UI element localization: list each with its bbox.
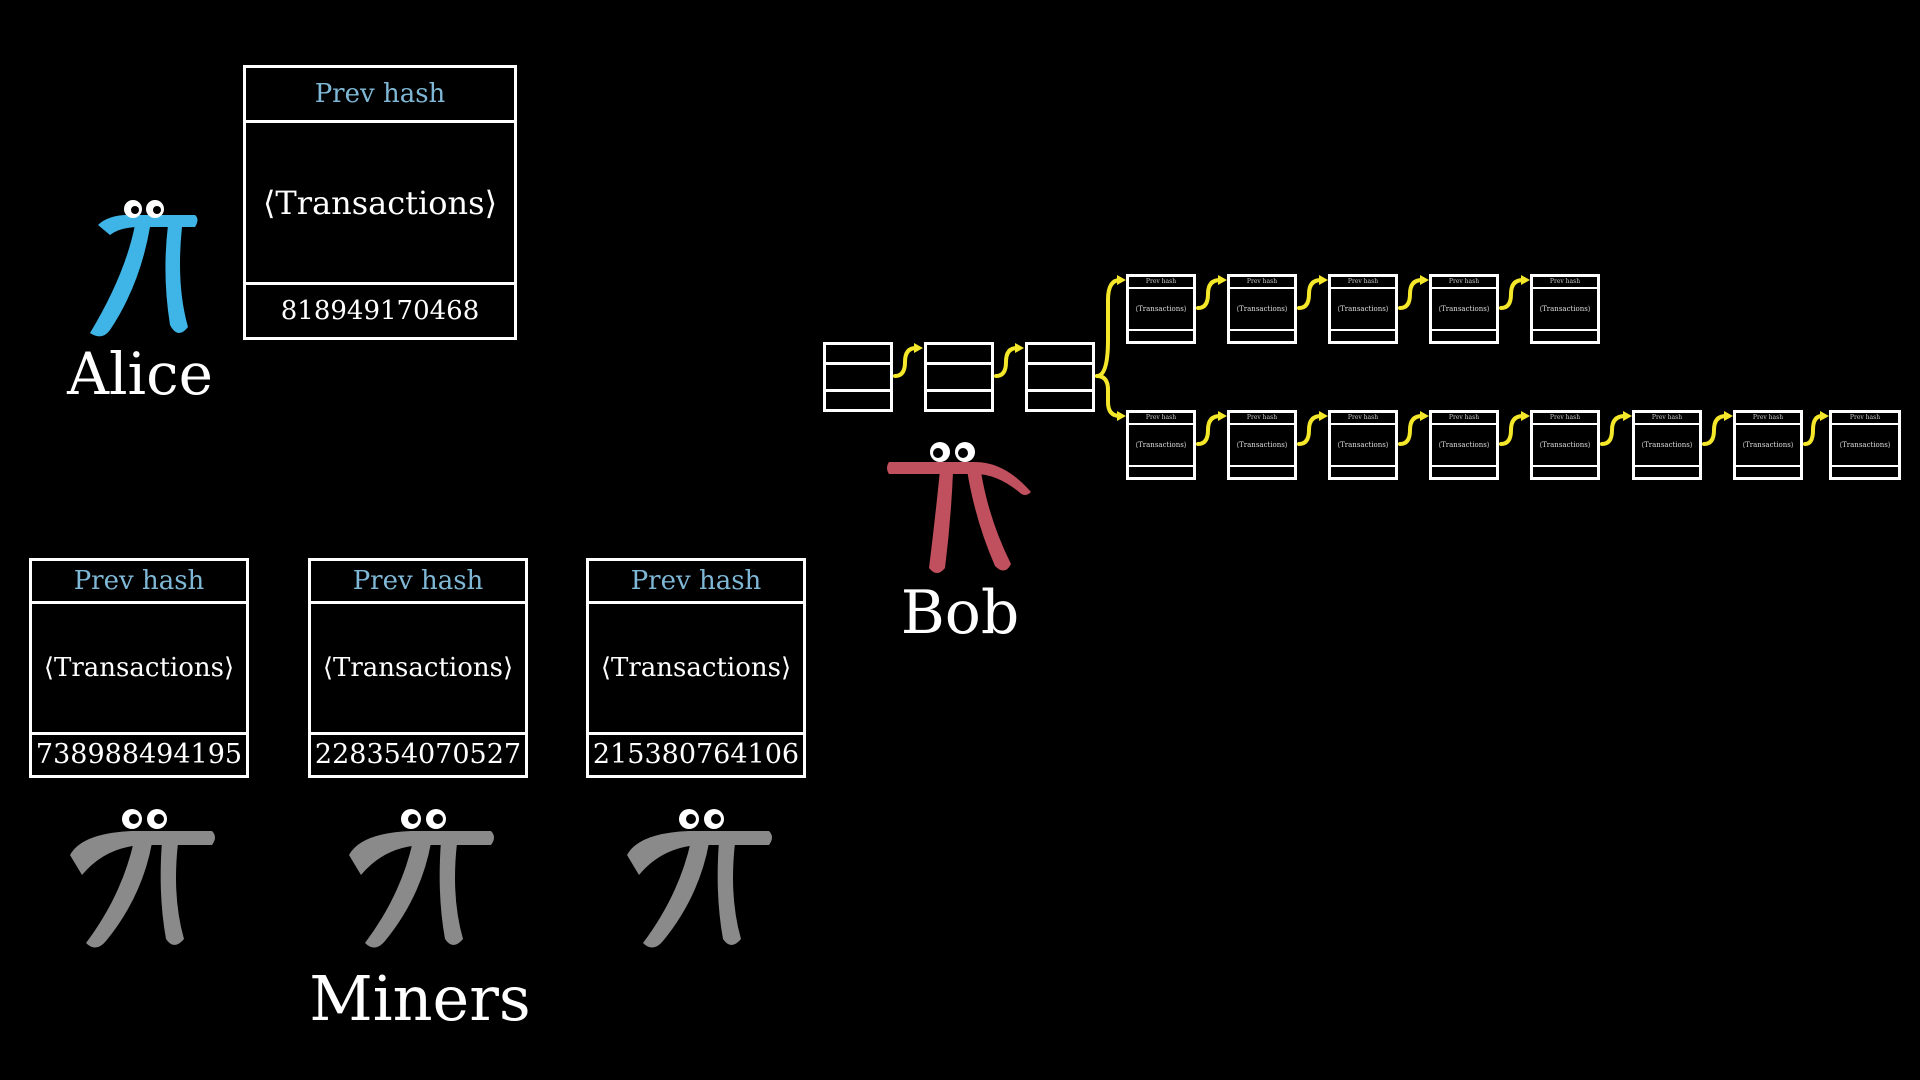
block-transactions: ⟨Transactions⟩ — [1236, 305, 1288, 313]
miner-block-2: Prev hash ⟨Transactions⟩ 228354070527 — [308, 558, 528, 778]
block-nonce — [1331, 465, 1395, 477]
chain-arrow — [1398, 414, 1424, 446]
block-prev-hash: Prev hash — [1230, 277, 1294, 289]
chain-arrow — [1499, 414, 1525, 446]
block-nonce — [1331, 329, 1395, 341]
block-transactions: ⟨Transactions⟩ — [1135, 305, 1187, 313]
upper-chain-block-4: Prev hash ⟨Transactions⟩ — [1429, 274, 1499, 344]
lower-chain-block-6: Prev hash ⟨Transactions⟩ — [1632, 410, 1702, 480]
block-transactions: ⟨Transactions⟩ — [262, 183, 498, 222]
block-transactions: ⟨Transactions⟩ — [1539, 305, 1591, 313]
block-transactions: ⟨Transactions⟩ — [1236, 441, 1288, 449]
block-transactions: ⟨Transactions⟩ — [322, 653, 514, 683]
alice-label: Alice — [67, 340, 213, 408]
chain-arrow — [994, 346, 1019, 378]
block-prev-hash: Prev hash — [1331, 277, 1395, 289]
block-nonce — [1533, 329, 1597, 341]
block-nonce: 228354070527 — [311, 732, 525, 775]
bob-pi-creature — [887, 442, 1031, 573]
alice-block: Prev hash ⟨Transactions⟩ 818949170468 — [243, 65, 517, 340]
block-prev-hash: Prev hash — [1331, 413, 1395, 425]
block-prev-hash: Prev hash — [1129, 413, 1193, 425]
block-transactions: ⟨Transactions⟩ — [1135, 441, 1187, 449]
chain-arrow — [1297, 414, 1323, 446]
block-nonce — [1230, 329, 1294, 341]
block-prev-hash: Prev hash — [1736, 413, 1800, 425]
chain-base-block-1 — [823, 342, 893, 412]
miner-pi-creature-2 — [349, 809, 494, 948]
block-prev-hash: Prev hash — [589, 561, 803, 604]
chain-base-block-3 — [1025, 342, 1095, 412]
lower-chain-block-8: Prev hash ⟨Transactions⟩ — [1829, 410, 1901, 480]
block-transactions: ⟨Transactions⟩ — [1839, 441, 1891, 449]
block-nonce — [1129, 465, 1193, 477]
lower-chain-block-3: Prev hash ⟨Transactions⟩ — [1328, 410, 1398, 480]
chain-arrow — [1803, 414, 1824, 446]
block-nonce — [1129, 329, 1193, 341]
lower-chain-block-2: Prev hash ⟨Transactions⟩ — [1227, 410, 1297, 480]
block-nonce — [1432, 465, 1496, 477]
block-transactions: ⟨Transactions⟩ — [1742, 441, 1794, 449]
chain-arrow — [1600, 414, 1627, 446]
block-prev-hash: Prev hash — [1832, 413, 1898, 425]
block-nonce — [1533, 465, 1597, 477]
block-prev-hash: Prev hash — [246, 68, 514, 123]
chain-arrow — [1297, 278, 1323, 310]
block-prev-hash: Prev hash — [32, 561, 246, 604]
block-prev-hash: Prev hash — [311, 561, 525, 604]
chain-arrow — [1196, 414, 1222, 446]
lower-chain-block-1: Prev hash ⟨Transactions⟩ — [1126, 410, 1196, 480]
bob-label: Bob — [900, 578, 1020, 648]
chain-arrow — [1702, 414, 1728, 446]
block-prev-hash: Prev hash — [1432, 277, 1496, 289]
lower-chain-block-5: Prev hash ⟨Transactions⟩ — [1530, 410, 1600, 480]
block-prev-hash: Prev hash — [1230, 413, 1294, 425]
chain-arrow — [1196, 278, 1222, 310]
upper-chain-block-5: Prev hash ⟨Transactions⟩ — [1530, 274, 1600, 344]
block-prev-hash: Prev hash — [1635, 413, 1699, 425]
block-nonce — [1230, 465, 1294, 477]
upper-chain-block-3: Prev hash ⟨Transactions⟩ — [1328, 274, 1398, 344]
chain-arrow — [1095, 278, 1122, 378]
block-nonce — [1736, 465, 1800, 477]
alice-pi-creature — [90, 200, 198, 337]
chain-base-block-2 — [924, 342, 994, 412]
block-prev-hash: Prev hash — [1533, 277, 1597, 289]
upper-chain-block-2: Prev hash ⟨Transactions⟩ — [1227, 274, 1297, 344]
block-transactions: ⟨Transactions⟩ — [1337, 441, 1389, 449]
block-transactions: ⟨Transactions⟩ — [1539, 441, 1591, 449]
block-nonce — [1432, 329, 1496, 341]
lower-chain-block-7: Prev hash ⟨Transactions⟩ — [1733, 410, 1803, 480]
chain-arrow — [1398, 278, 1424, 310]
block-transactions: ⟨Transactions⟩ — [1641, 441, 1693, 449]
block-nonce: 818949170468 — [246, 282, 514, 337]
block-nonce — [1635, 465, 1699, 477]
block-transactions: ⟨Transactions⟩ — [600, 653, 792, 683]
block-prev-hash: Prev hash — [1432, 413, 1496, 425]
chain-arrow — [1095, 374, 1122, 418]
block-transactions: ⟨Transactions⟩ — [43, 653, 235, 683]
block-transactions: ⟨Transactions⟩ — [1438, 305, 1490, 313]
chain-arrow — [1499, 278, 1525, 310]
block-nonce: 215380764106 — [589, 732, 803, 775]
miner-pi-creature-1 — [70, 809, 215, 948]
block-prev-hash: Prev hash — [1129, 277, 1193, 289]
miners-label: Miners — [309, 962, 531, 1035]
block-transactions: ⟨Transactions⟩ — [1337, 305, 1389, 313]
lower-chain-block-4: Prev hash ⟨Transactions⟩ — [1429, 410, 1499, 480]
miner-block-3: Prev hash ⟨Transactions⟩ 215380764106 — [586, 558, 806, 778]
miner-block-1: Prev hash ⟨Transactions⟩ 738988494195 — [29, 558, 249, 778]
chain-arrow — [893, 346, 918, 378]
block-prev-hash: Prev hash — [1533, 413, 1597, 425]
block-nonce — [1832, 465, 1898, 477]
miner-pi-creature-3 — [627, 809, 772, 948]
block-nonce: 738988494195 — [32, 732, 246, 775]
block-transactions: ⟨Transactions⟩ — [1438, 441, 1490, 449]
upper-chain-block-1: Prev hash ⟨Transactions⟩ — [1126, 274, 1196, 344]
